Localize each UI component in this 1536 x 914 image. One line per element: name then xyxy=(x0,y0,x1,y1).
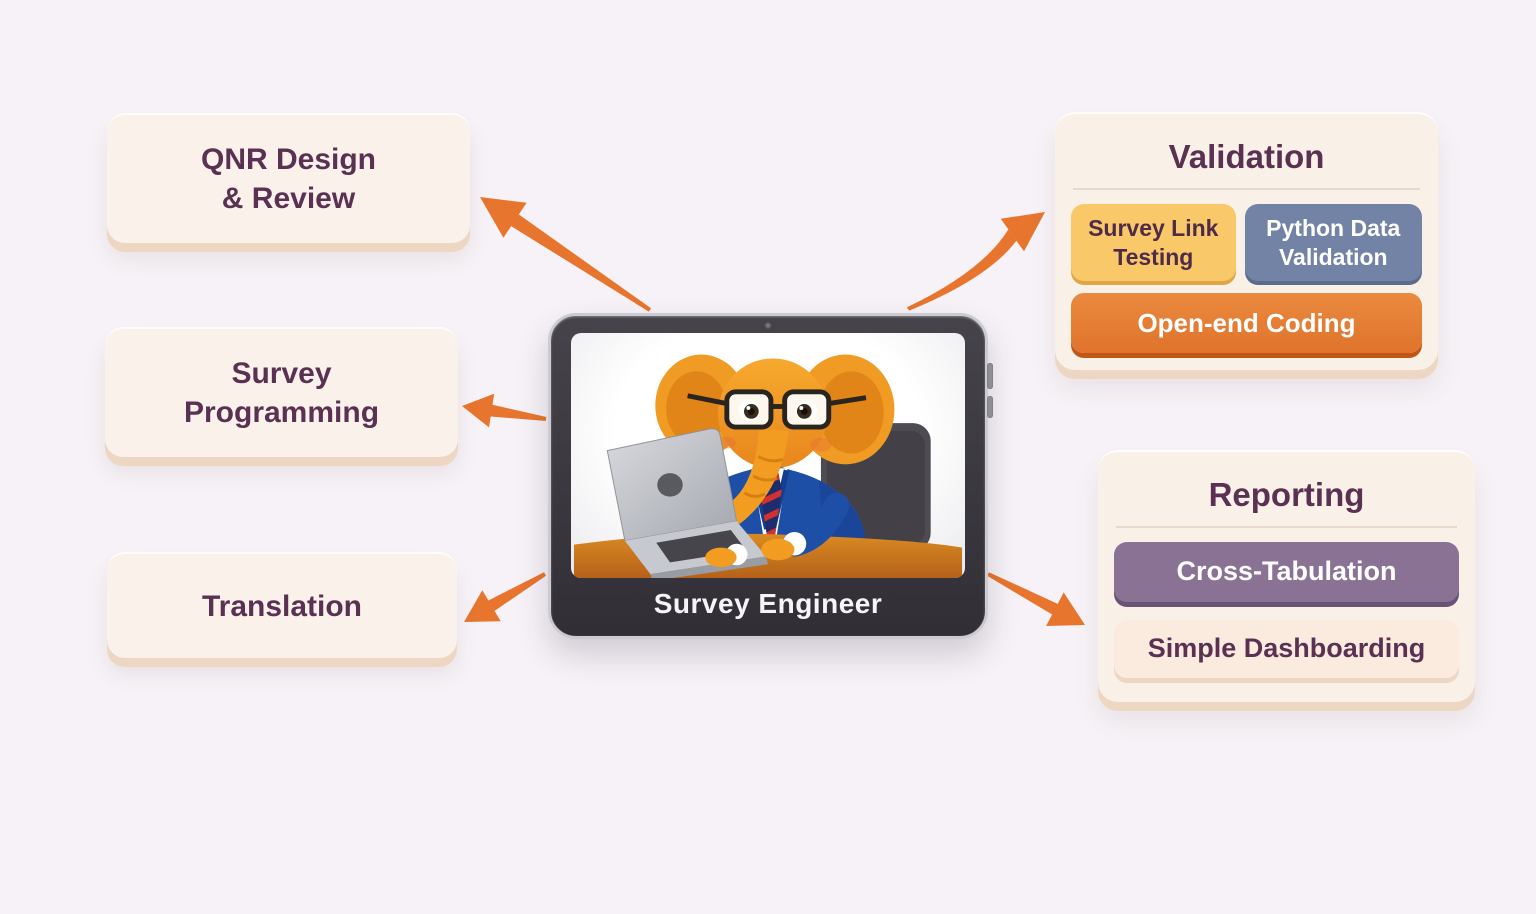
box-label-line: Translation xyxy=(201,589,363,623)
arrow-to-translation-icon xyxy=(464,572,546,622)
box-label-line: Survey xyxy=(231,357,332,390)
arrow-to-reporting-icon xyxy=(987,572,1085,626)
arrow-to-validation-icon xyxy=(906,212,1045,311)
tablet-side-button xyxy=(987,363,993,389)
validation-title: Validation xyxy=(1168,138,1325,175)
card-reporting: Reporting Cross-Tabulation Simple Dashbo… xyxy=(1098,450,1475,702)
arrow-to-qnr-design-icon xyxy=(480,197,652,312)
survey-engineer-elephant-illustration xyxy=(573,354,963,578)
box-qnr-design-review: QNR Design & Review xyxy=(107,113,470,243)
box-survey-programming: Survey Programming xyxy=(105,327,458,457)
box-label-line: & Review xyxy=(221,182,356,215)
survey-engineer-label: Survey Engineer xyxy=(653,588,883,619)
card-validation: Validation Survey Link Testing Python Da… xyxy=(1055,112,1438,370)
chip-python-data-validation: Python Data Validation xyxy=(1244,204,1422,281)
arrow-to-survey-programming-icon xyxy=(462,393,547,428)
validation-chip-row: Survey Link Testing Python Data Validati… xyxy=(1071,204,1422,281)
tablet-frame: Survey Engineer xyxy=(548,313,993,639)
divider xyxy=(1073,188,1420,190)
chip-open-end-coding: Open-end Coding xyxy=(1071,293,1422,353)
box-label-line: Programming xyxy=(183,396,380,429)
chip-simple-dashboarding: Simple Dashboarding xyxy=(1114,620,1459,678)
divider xyxy=(1116,526,1457,528)
elephant-hands xyxy=(705,492,850,568)
box-translation: Translation xyxy=(107,552,457,658)
tablet-screen xyxy=(571,333,965,578)
reporting-title: Reporting xyxy=(1208,476,1365,513)
chip-cross-tabulation: Cross-Tabulation xyxy=(1114,542,1459,602)
tablet-camera-icon xyxy=(764,322,772,329)
box-label-line: QNR Design xyxy=(200,143,377,176)
tablet-side-button xyxy=(987,396,993,418)
chip-survey-link-testing: Survey Link Testing xyxy=(1071,204,1236,281)
elephant-eyes xyxy=(738,399,817,422)
